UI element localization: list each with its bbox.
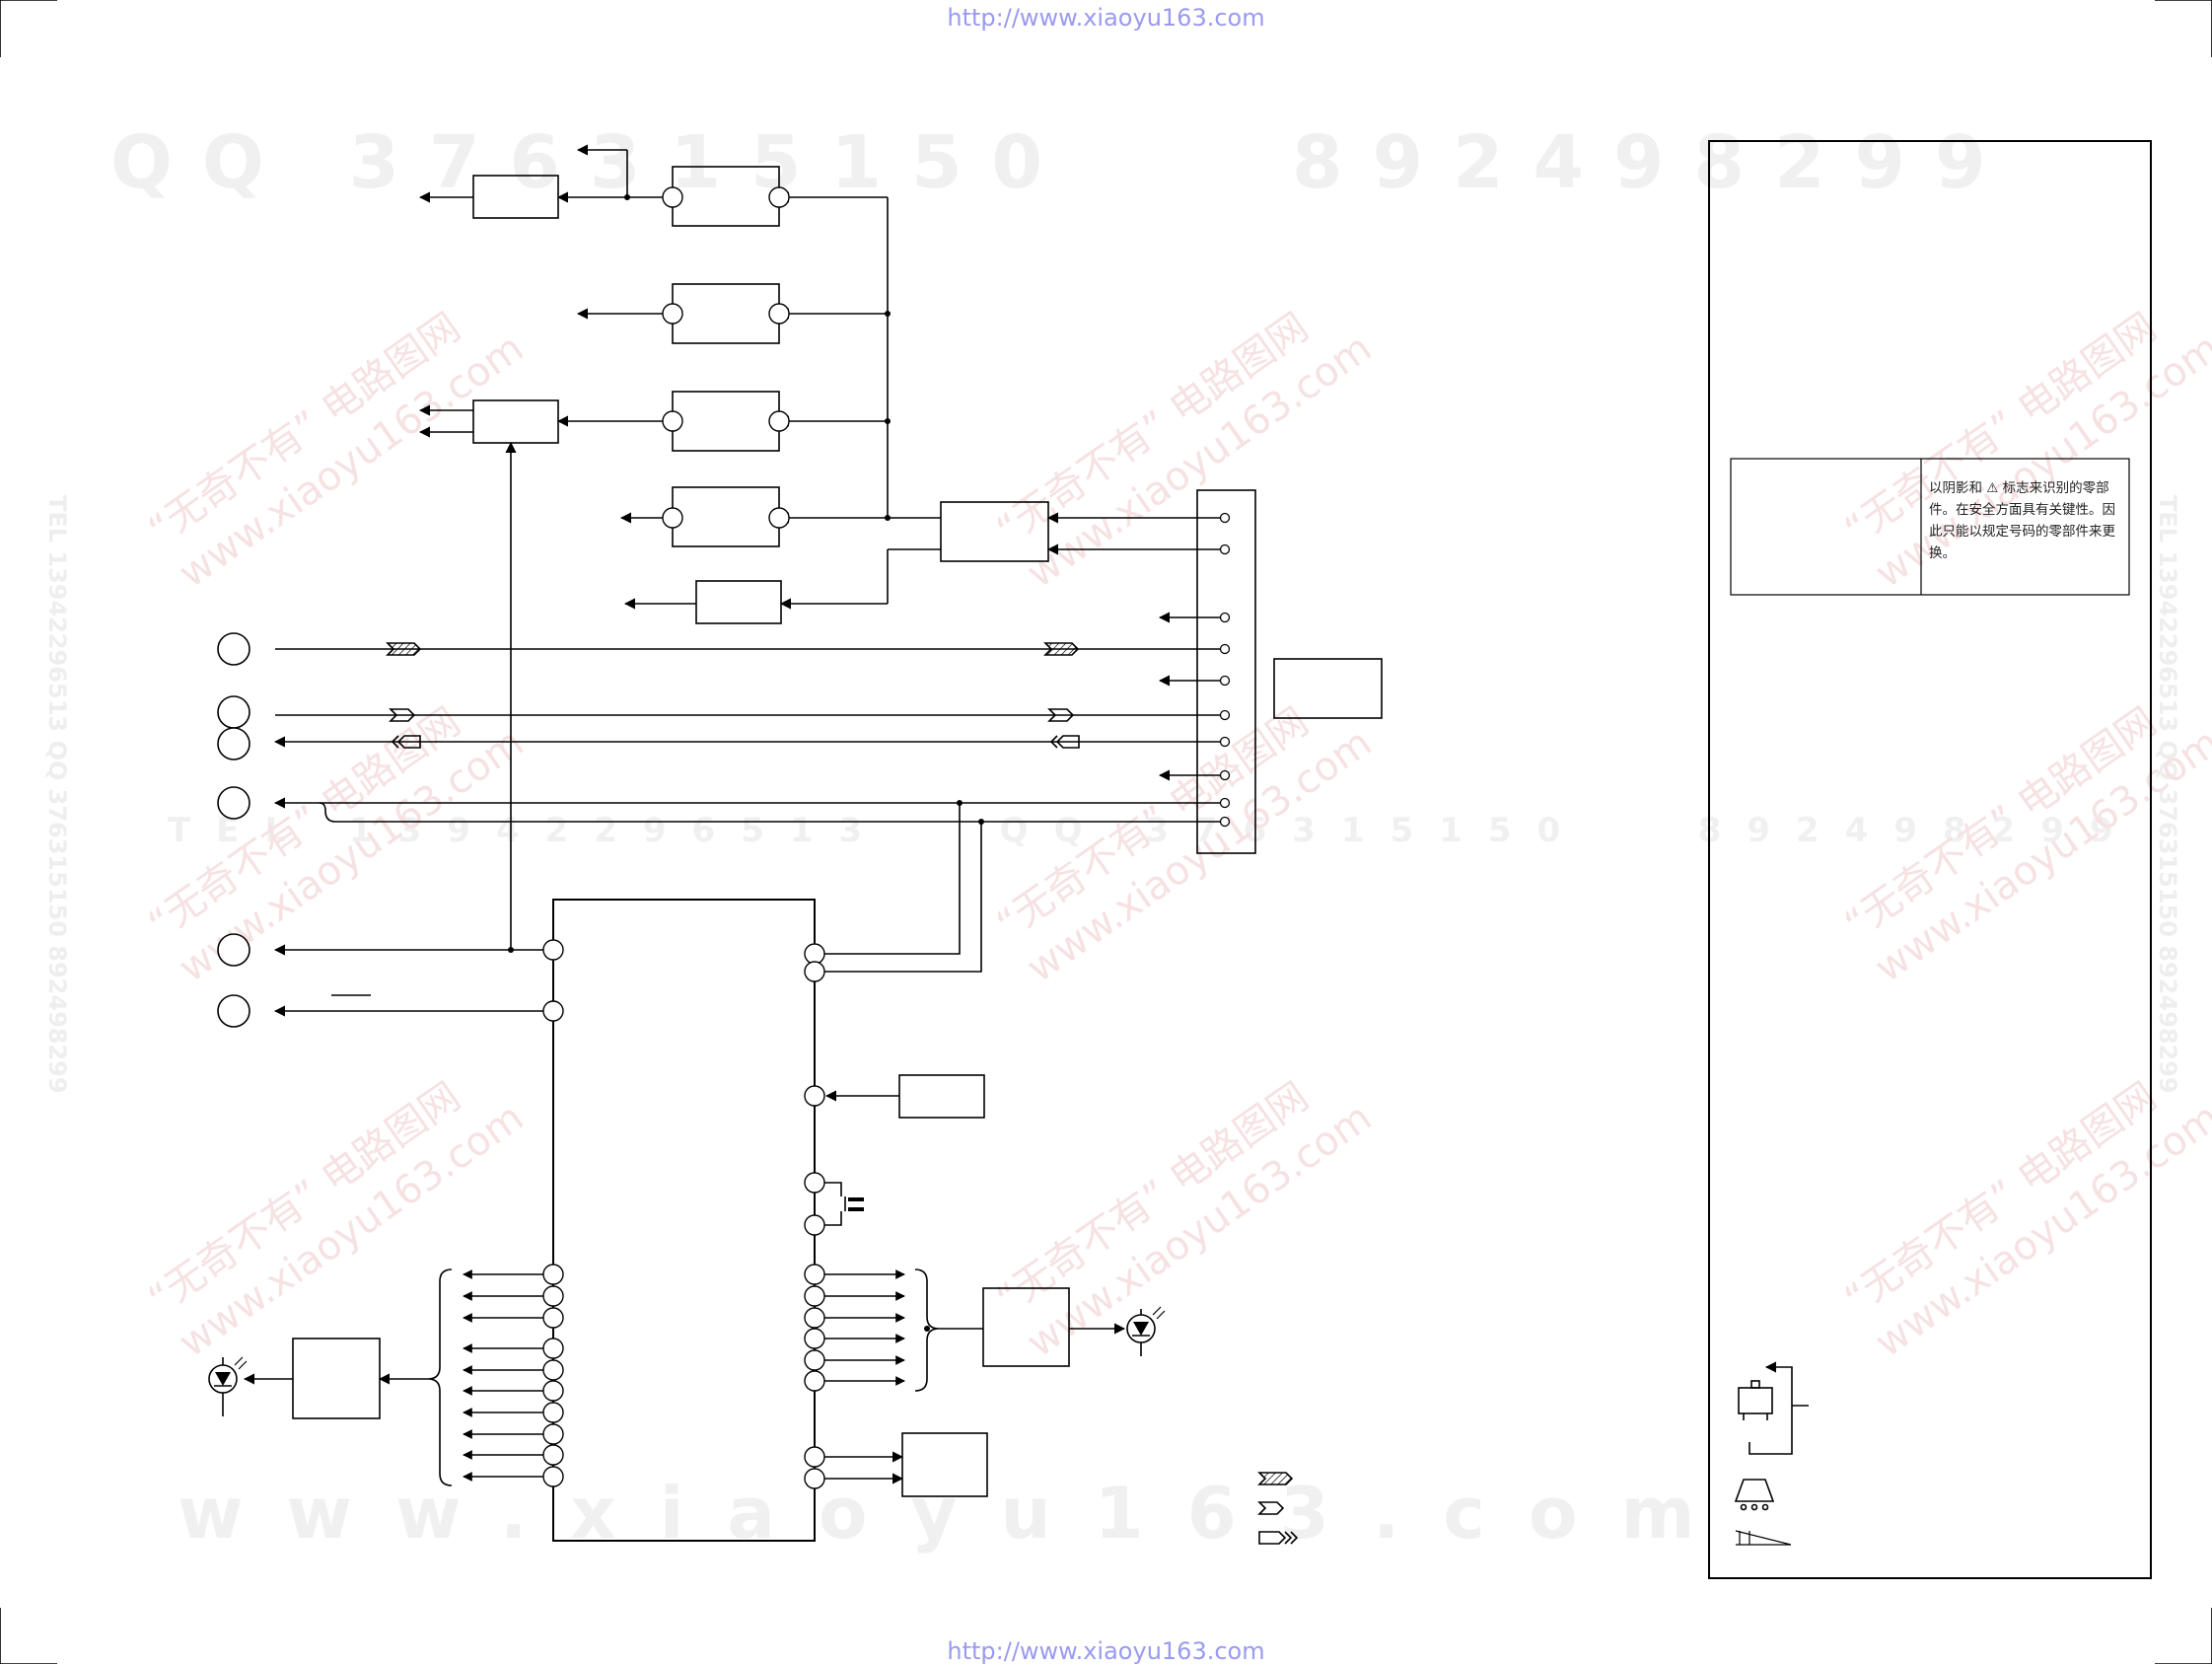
side-block (1273, 658, 1383, 719)
connector-pins (1219, 512, 1231, 828)
crystal-icon (848, 1197, 864, 1211)
connector-cn (1196, 489, 1256, 854)
crop-mark-top-right (2155, 0, 2212, 57)
led-driver-left (292, 1338, 381, 1419)
ic-left-bus-lines (463, 1269, 543, 1482)
audio-signal-arrow-icon (389, 708, 1285, 1515)
switch-block (940, 501, 1049, 562)
main-ic (552, 899, 816, 1542)
crop-mark-bottom-right (2155, 1608, 2212, 1664)
header-url[interactable]: http://www.xiaoyu163.com (947, 4, 1265, 32)
right-info-panel (1708, 140, 2152, 1579)
regulator-block-2 (672, 283, 780, 344)
crop-mark-top-left (0, 0, 57, 57)
watermark-site-line: www.xiaoyu163.com (178, 1472, 1739, 1555)
top-left-block-1 (472, 175, 559, 219)
watermark-qq-line: QQ 376315150 892498299 (110, 120, 2016, 205)
led-right-icon (1126, 1306, 1166, 1356)
regulator-block-4 (672, 486, 780, 547)
regulator-block-3 (672, 391, 780, 452)
led-left-icon (208, 1356, 248, 1416)
regulator-block-1 (672, 166, 780, 227)
small-block (695, 580, 782, 624)
junction-dots (508, 194, 984, 1332)
safety-note-box (1730, 458, 2130, 596)
safety-note-text: 以阴影和 ⚠ 标志来识别的零部件。在安全方面具有关键性。因此只能以规定号码的零部… (1929, 480, 2115, 561)
top-left-block-2 (472, 399, 559, 444)
watermark-tel-line: TEL 13942296513 QQ 376315150 892498299 (168, 811, 2139, 850)
bidirectional-signal-arrow-icon (391, 735, 1299, 1545)
clock-block (898, 1074, 985, 1119)
ic-right-bus-lines (824, 1269, 905, 1386)
transistor-package-icon (1738, 1361, 1809, 1455)
crop-mark-bottom-left (0, 1608, 57, 1664)
output-block (901, 1432, 988, 1497)
led-driver-right (982, 1287, 1070, 1367)
footer-url[interactable]: http://www.xiaoyu163.com (947, 1637, 1265, 1665)
pin-circles (542, 186, 825, 1489)
video-signal-arrow-icon (386, 642, 1294, 1485)
chip-package-icon (1734, 1479, 1792, 1546)
terminal-circles (217, 632, 250, 1028)
